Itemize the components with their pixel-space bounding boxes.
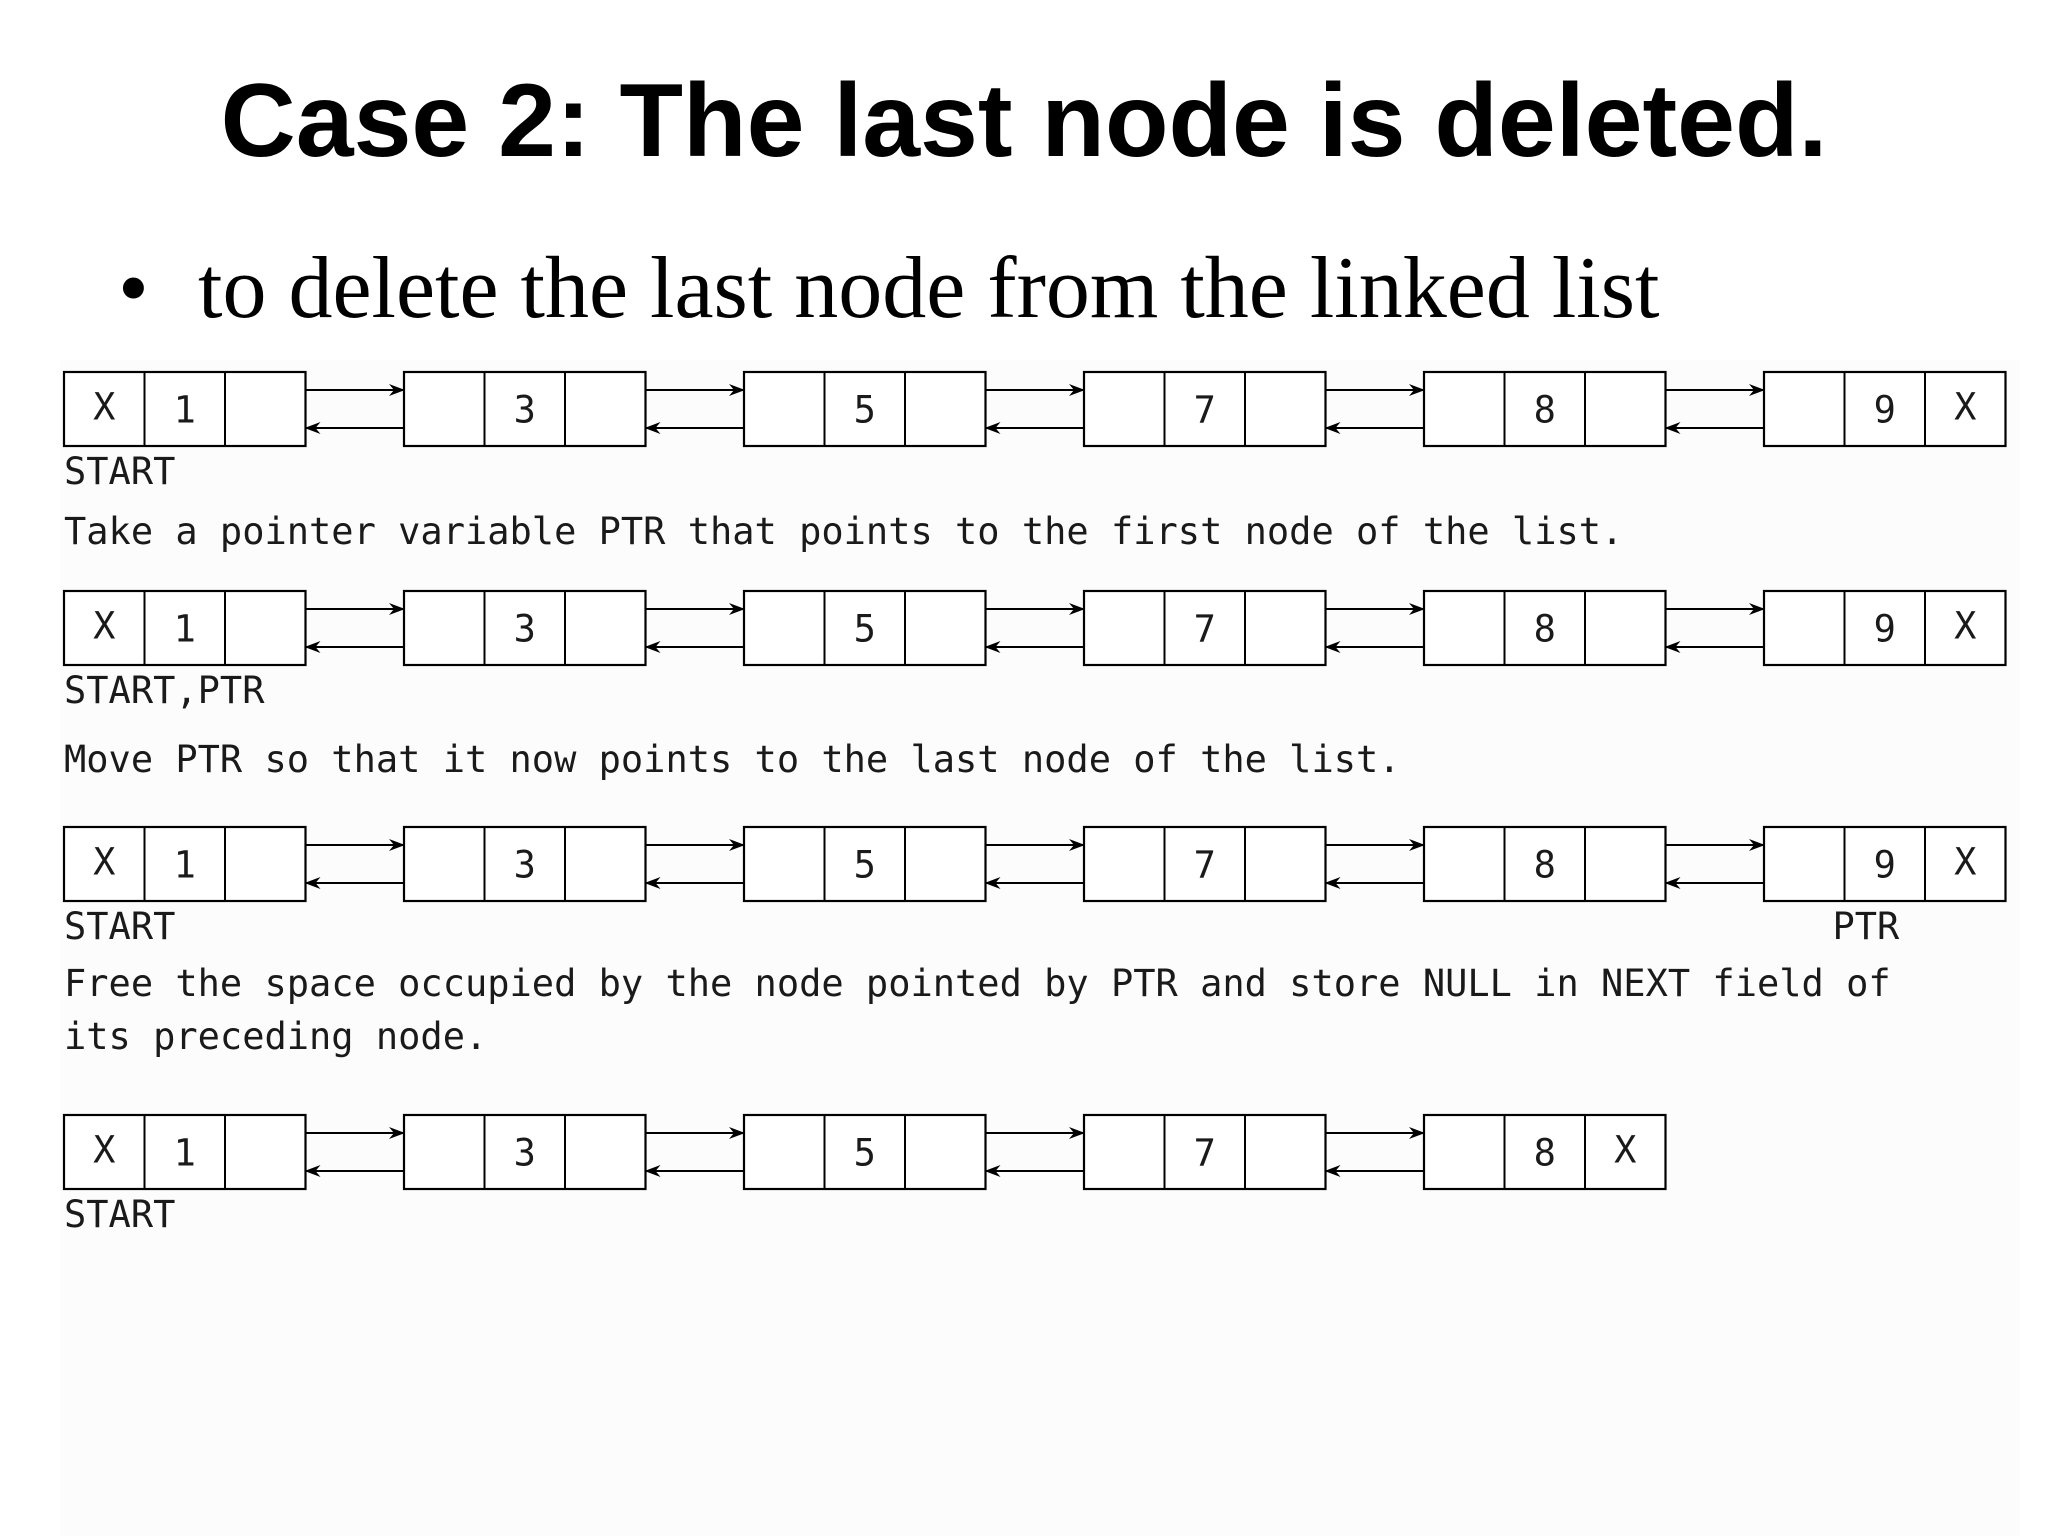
node-box	[742, 370, 987, 448]
list-node: 3	[402, 370, 647, 448]
node-value: 5	[854, 389, 876, 432]
node-box	[62, 589, 307, 667]
node-box	[1082, 370, 1327, 448]
null-prev-marker: X	[93, 841, 115, 884]
list-node: 5	[742, 1113, 987, 1191]
list-node: 7	[1082, 370, 1327, 448]
pointer-label: START	[64, 905, 176, 948]
null-next-marker: X	[1614, 1129, 1636, 1172]
node-box	[742, 1113, 987, 1191]
node-box	[62, 1113, 307, 1191]
node-value: 8	[1534, 1132, 1556, 1175]
list-node: 8	[1422, 370, 1667, 448]
node-value: 7	[1194, 1132, 1216, 1175]
null-next-marker: X	[1954, 841, 1976, 884]
node-value: 8	[1534, 389, 1556, 432]
bullet-item: • to delete the last node from the linked…	[118, 238, 1659, 339]
slide-title: Case 2: The last node is deleted.	[220, 63, 1828, 179]
node-box	[1762, 825, 2007, 903]
node-box	[1082, 825, 1327, 903]
node-box	[1422, 370, 1667, 448]
step-caption: its preceding node.	[64, 1015, 488, 1058]
node-value: 8	[1534, 844, 1556, 887]
list-node: 8	[1422, 825, 1667, 903]
node-value: 9	[1874, 608, 1896, 651]
null-prev-marker: X	[93, 605, 115, 648]
node-value: 1	[174, 844, 196, 887]
node-box	[62, 370, 307, 448]
list-node: 7	[1082, 1113, 1327, 1191]
node-value: 1	[174, 608, 196, 651]
node-value: 5	[854, 844, 876, 887]
node-box	[1422, 825, 1667, 903]
node-box	[1762, 589, 2007, 667]
pointer-label: START	[64, 450, 176, 493]
node-box	[402, 1113, 647, 1191]
node-box	[1082, 1113, 1327, 1191]
node-box	[1422, 589, 1667, 667]
node-value: 9	[1874, 844, 1896, 887]
diagram-panel	[60, 360, 2020, 1536]
node-value: 7	[1194, 389, 1216, 432]
node-box	[402, 589, 647, 667]
node-value: 5	[854, 1132, 876, 1175]
node-box	[742, 589, 987, 667]
node-value: 7	[1194, 844, 1216, 887]
node-box	[1762, 370, 2007, 448]
list-node: 8	[1422, 589, 1667, 667]
node-box	[1422, 1113, 1667, 1191]
node-box	[402, 370, 647, 448]
node-value: 7	[1194, 608, 1216, 651]
pointer-label: START	[64, 1193, 176, 1236]
node-value: 9	[1874, 389, 1896, 432]
node-box	[62, 825, 307, 903]
null-prev-marker: X	[93, 386, 115, 429]
node-box	[742, 825, 987, 903]
node-value: 3	[514, 389, 536, 432]
list-node: 5	[742, 370, 987, 448]
null-next-marker: X	[1954, 605, 1976, 648]
node-value: 3	[514, 844, 536, 887]
node-box	[1082, 589, 1327, 667]
node-value: 8	[1534, 608, 1556, 651]
step-caption: Free the space occupied by the node poin…	[64, 962, 1891, 1005]
node-value: 5	[854, 608, 876, 651]
null-next-marker: X	[1954, 386, 1976, 429]
list-node: 7	[1082, 825, 1327, 903]
null-prev-marker: X	[93, 1129, 115, 1172]
node-box	[402, 825, 647, 903]
bullet-icon: •	[118, 240, 149, 337]
node-value: 3	[514, 608, 536, 651]
pointer-label: PTR	[1832, 905, 1900, 948]
step-caption: Move PTR so that it now points to the la…	[64, 738, 1401, 781]
bullet-text: to delete the last node from the linked …	[198, 240, 1660, 337]
pointer-label: START,PTR	[64, 669, 265, 712]
node-value: 1	[174, 389, 196, 432]
list-node: 5	[742, 825, 987, 903]
list-node: 3	[402, 1113, 647, 1191]
node-value: 1	[174, 1132, 196, 1175]
list-node: 3	[402, 589, 647, 667]
step-caption: Take a pointer variable PTR that points …	[64, 510, 1624, 553]
list-node: 3	[402, 825, 647, 903]
node-value: 3	[514, 1132, 536, 1175]
list-node: 7	[1082, 589, 1327, 667]
list-node: 5	[742, 589, 987, 667]
